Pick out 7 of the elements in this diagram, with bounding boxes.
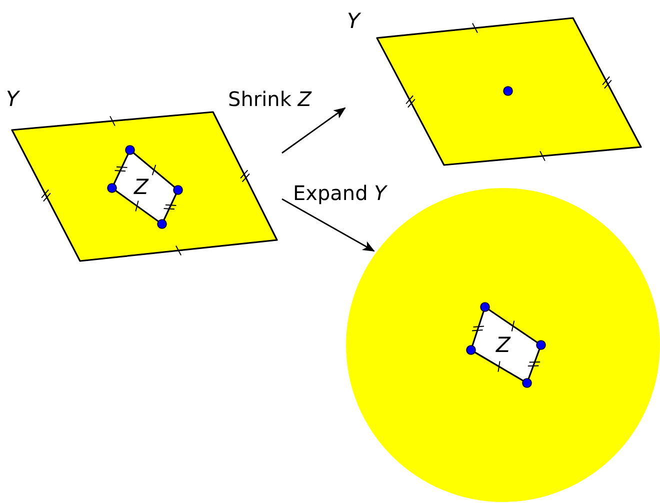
region-label: Y [6,88,19,110]
arrow [282,107,346,154]
edge-label: Expand Y [293,182,386,204]
region-label: Z [496,334,510,356]
arrow [282,198,375,252]
region-label: Z [134,176,148,198]
region-label: Y [347,10,360,32]
